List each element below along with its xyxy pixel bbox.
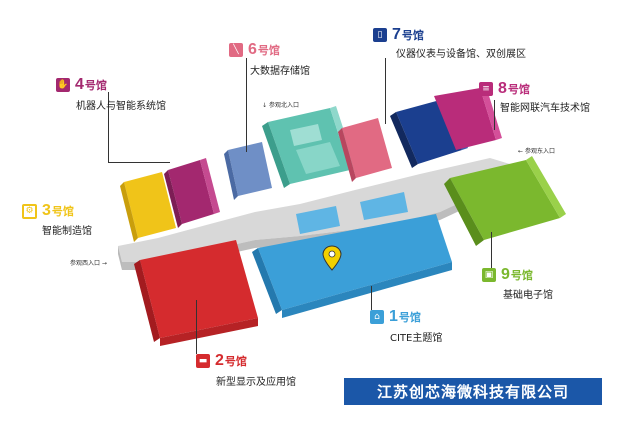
hall-9-leader — [491, 232, 492, 274]
hall-1-number: 1 — [389, 308, 398, 325]
hall-9-name: 基础电子馆 — [503, 290, 553, 301]
hall-7-leader — [385, 58, 386, 124]
hall-1-block[interactable] — [252, 192, 452, 318]
hall-2-block[interactable] — [134, 240, 258, 346]
location-pin-icon — [322, 245, 342, 271]
hall-6-leader — [246, 58, 247, 152]
hall-8-leader — [494, 100, 495, 130]
hall-3-label[interactable]: ⚙ 3 号馆 — [22, 202, 74, 220]
robot-icon: ✋ — [56, 78, 70, 92]
hall-4-leader-h — [108, 162, 170, 163]
hall-4-leader — [108, 92, 109, 162]
hall-3-suffix: 号馆 — [51, 205, 74, 218]
hall-2-label[interactable]: ▬ 2 号馆 — [196, 352, 247, 370]
hall-1-leader — [371, 286, 372, 310]
hall-4-suffix: 号馆 — [84, 79, 107, 92]
hall-6-suffix: 号馆 — [257, 44, 280, 57]
hall-3-block[interactable] — [120, 172, 176, 242]
hall-7-label[interactable]: ▯ 7 号馆 — [373, 26, 424, 44]
hall-6-number: 6 — [248, 41, 257, 58]
gear-icon: ⚙ — [22, 203, 37, 219]
north-entrance-label: ↓ 参观北入口 — [262, 102, 299, 109]
north-entrance-text: 参观北入口 — [268, 102, 299, 109]
hall-2-suffix: 号馆 — [224, 355, 247, 368]
east-entrance-text: 参观东入口 — [524, 148, 555, 155]
hall-6-block[interactable] — [262, 106, 356, 188]
hall-5-block — [224, 142, 272, 200]
hall-4-name: 机器人与智能系统馆 — [76, 101, 166, 112]
data-icon: ╲ — [229, 43, 243, 57]
chip-icon: ▣ — [482, 268, 496, 282]
hall-7-suffix: 号馆 — [401, 29, 424, 42]
hall-4-block[interactable] — [164, 158, 220, 228]
west-entrance-label: 参观西入口 → — [70, 260, 107, 267]
car-icon: ≡ — [479, 82, 493, 96]
hall-8-label[interactable]: ≡ 8 号馆 — [479, 80, 530, 98]
east-entrance-label: ← 参观东入口 — [518, 148, 555, 155]
hall-1-name: CITE主题馆 — [390, 333, 443, 344]
company-banner: 江苏创芯海微科技有限公司 — [344, 378, 602, 405]
hall-4-label[interactable]: ✋ 4 号馆 — [56, 76, 107, 94]
hall-1-label[interactable]: ⌂ 1 号馆 — [370, 308, 421, 326]
hall-8-block[interactable] — [434, 86, 502, 150]
hall-8-number: 8 — [498, 80, 507, 97]
hall-2-name: 新型显示及应用馆 — [216, 377, 296, 388]
hall-2-leader — [196, 300, 197, 354]
hall-7-name: 仪器仪表与设备馆、双创展区 — [396, 49, 526, 60]
hall-8-name: 智能网联汽车技术馆 — [500, 103, 590, 114]
west-entrance-text: 参观西入口 — [70, 260, 101, 267]
display-icon: ▬ — [196, 354, 210, 368]
hall-6-label[interactable]: ╲ 6 号馆 — [229, 41, 280, 59]
hall-3-name: 智能制造馆 — [42, 226, 92, 237]
hall-2-number: 2 — [215, 352, 224, 369]
hall-9-suffix: 号馆 — [510, 269, 533, 282]
hall-1-suffix: 号馆 — [398, 311, 421, 324]
hall-9-block[interactable] — [444, 156, 566, 246]
home-icon: ⌂ — [370, 310, 384, 324]
hall-4-number: 4 — [75, 76, 84, 93]
hall-7-number: 7 — [392, 26, 401, 43]
instrument-icon: ▯ — [373, 28, 387, 42]
hall-8-suffix: 号馆 — [507, 83, 530, 96]
hall-6-pink-block[interactable] — [338, 118, 392, 182]
hall-9-number: 9 — [501, 266, 510, 283]
hall-3-number: 3 — [42, 202, 51, 219]
hall-6-name: 大数据存储馆 — [250, 66, 310, 77]
hall-9-label[interactable]: ▣ 9 号馆 — [482, 266, 533, 284]
